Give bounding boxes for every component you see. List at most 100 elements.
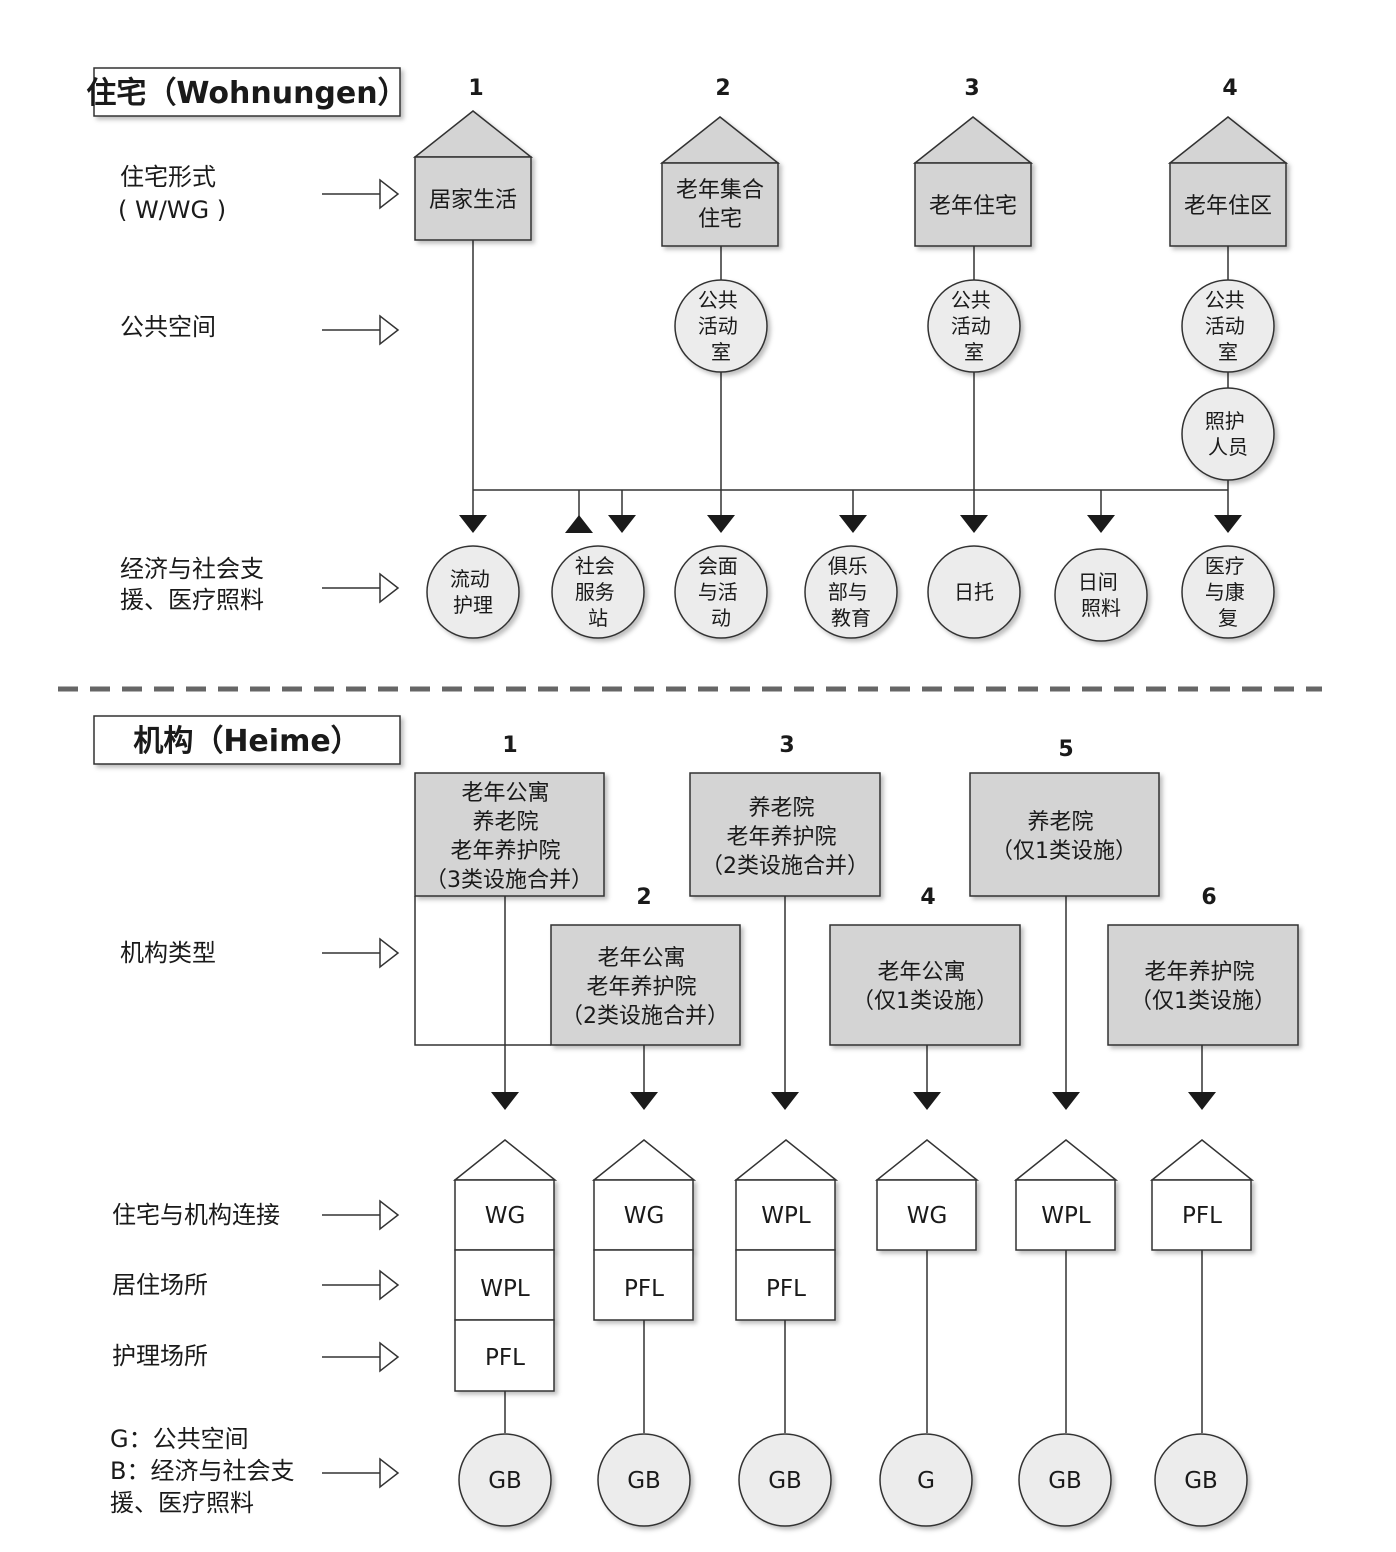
row-arrow-icon [322,1457,400,1489]
legend-line: G：公共空间 [110,1425,249,1453]
institution-number: 5 [1058,737,1073,762]
service-circle [551,545,645,639]
stack-cell [735,1249,836,1321]
stack-cell-label: WPL [480,1276,530,1302]
stack-cell [593,1249,694,1321]
public-room-label: 公共 活动 室 [951,288,997,364]
service-label: 社会 服务 站 [575,554,621,630]
institution-connectors [414,896,1203,1433]
service-circle [804,545,898,639]
stack-cell [593,1179,694,1251]
house-label: 居家生活 [429,188,517,213]
row-label-living: 居住场所 [112,1271,208,1299]
institution-type-box [829,924,1021,1046]
stack-cell-label: PFL [624,1276,664,1302]
arrow-down-icon [771,1092,799,1110]
arrow-down-icon [707,515,735,533]
housing-connectors [472,240,1229,518]
institution-number: 3 [779,733,794,758]
housing-section: 住宅（Wohnungen） 1 2 3 4 住宅形式 ( W/WG ) 公共空间… [86,67,1289,642]
stack-cell [454,1179,555,1251]
institution-type-box [969,772,1160,897]
house-shape [1167,116,1289,247]
gb-circle [1154,1433,1248,1527]
service-circle [1054,548,1148,642]
row-label-support: 经济与社会支 [120,555,264,583]
gb-circle-label: GB [1048,1468,1082,1494]
arrow-down-icon [960,515,988,533]
arrow-down-icon [1087,515,1115,533]
institution-type-box [1107,924,1299,1046]
house-label: 住宅 [698,207,742,232]
institution-number: 1 [502,733,517,758]
house-shape [412,110,534,241]
service-circle [426,545,520,639]
gb-circle-label: GB [1184,1468,1218,1494]
housing-column-number: 3 [964,76,979,101]
gb-circle [458,1433,552,1527]
roof-shape [591,1139,697,1181]
institution-type-label: 老年公寓 养老院 老年养护院 （3类设施合并） [425,781,593,893]
public-room-circle [927,279,1021,373]
row-arrow-icon [322,314,400,346]
stack-cell [1015,1179,1116,1251]
arrow-up-icon [565,515,593,533]
service-circle [1181,545,1275,639]
gb-circle-label: GB [768,1468,802,1494]
roof-shape [1013,1139,1119,1181]
gb-circle [597,1433,691,1527]
row-arrow-icon [322,1199,400,1231]
row-arrow-icon [322,1269,400,1301]
g-circle-label: G [917,1468,935,1494]
institution-number: 2 [636,885,651,910]
arrow-down-icon [913,1092,941,1110]
house-label: 老年集合 [676,178,764,203]
arrow-down-icon [459,515,487,533]
housing-column-number: 4 [1222,76,1237,101]
row-arrow-icon [322,572,400,604]
row-arrow-icon [322,1341,400,1373]
roof-shape [452,1139,558,1181]
stack-cell [454,1249,555,1321]
service-circle [674,545,768,639]
stack-cell-label: PFL [766,1276,806,1302]
institution-number: 4 [920,885,935,910]
institution-type-label: 老年养护院 （仅1类设施） [1130,960,1276,1014]
institutions-section: 机构（Heime） 1 2 3 4 5 6 机构类型 住宅与机构连接 居住场所 … [93,715,1299,1527]
legend-line: B：经济与社会支 [110,1457,294,1485]
house-label: 老年住宅 [929,194,1017,219]
gb-circle [738,1433,832,1527]
service-label: 医疗 与康 复 [1205,554,1251,630]
housing-title: 住宅（Wohnungen） [86,76,407,111]
stack-cell [1151,1179,1252,1251]
service-label: 流动 护理 [450,567,496,617]
row-label-housing-form: 住宅形式 [120,163,216,191]
g-circle [879,1433,973,1527]
institution-type-label: 养老院 老年养护院 （2类设施合并） [701,796,869,879]
institution-type-label: 养老院 （仅1类设施） [991,810,1137,864]
arrow-down-icon [630,1092,658,1110]
roof-shape [874,1139,980,1181]
arrow-down-icon [1188,1092,1216,1110]
gb-circle-label: GB [627,1468,661,1494]
arrow-down-icon [1052,1092,1080,1110]
row-label-care: 护理场所 [112,1342,208,1370]
housing-column-number: 1 [468,76,483,101]
institution-type-box [550,924,741,1046]
institution-number: 6 [1201,885,1216,910]
stack-cell-label: WPL [761,1203,811,1229]
public-room-circle [1181,279,1275,373]
stack-cell [454,1319,555,1392]
service-circle [927,545,1021,639]
institution-type-label: 老年公寓 老年养护院 （2类设施合并） [561,946,729,1029]
row-label-institution-type: 机构类型 [120,939,216,967]
institution-type-box [414,772,605,897]
institutions-title-box [93,715,401,765]
stack-cell-label: WG [624,1203,665,1229]
stack-cell-label: PFL [1182,1203,1222,1229]
service-label: 会面 与活 动 [698,554,744,630]
arrow-down-icon [1214,515,1242,533]
stack-cell-label: WPL [1041,1203,1091,1229]
gb-circle-label: GB [488,1468,522,1494]
